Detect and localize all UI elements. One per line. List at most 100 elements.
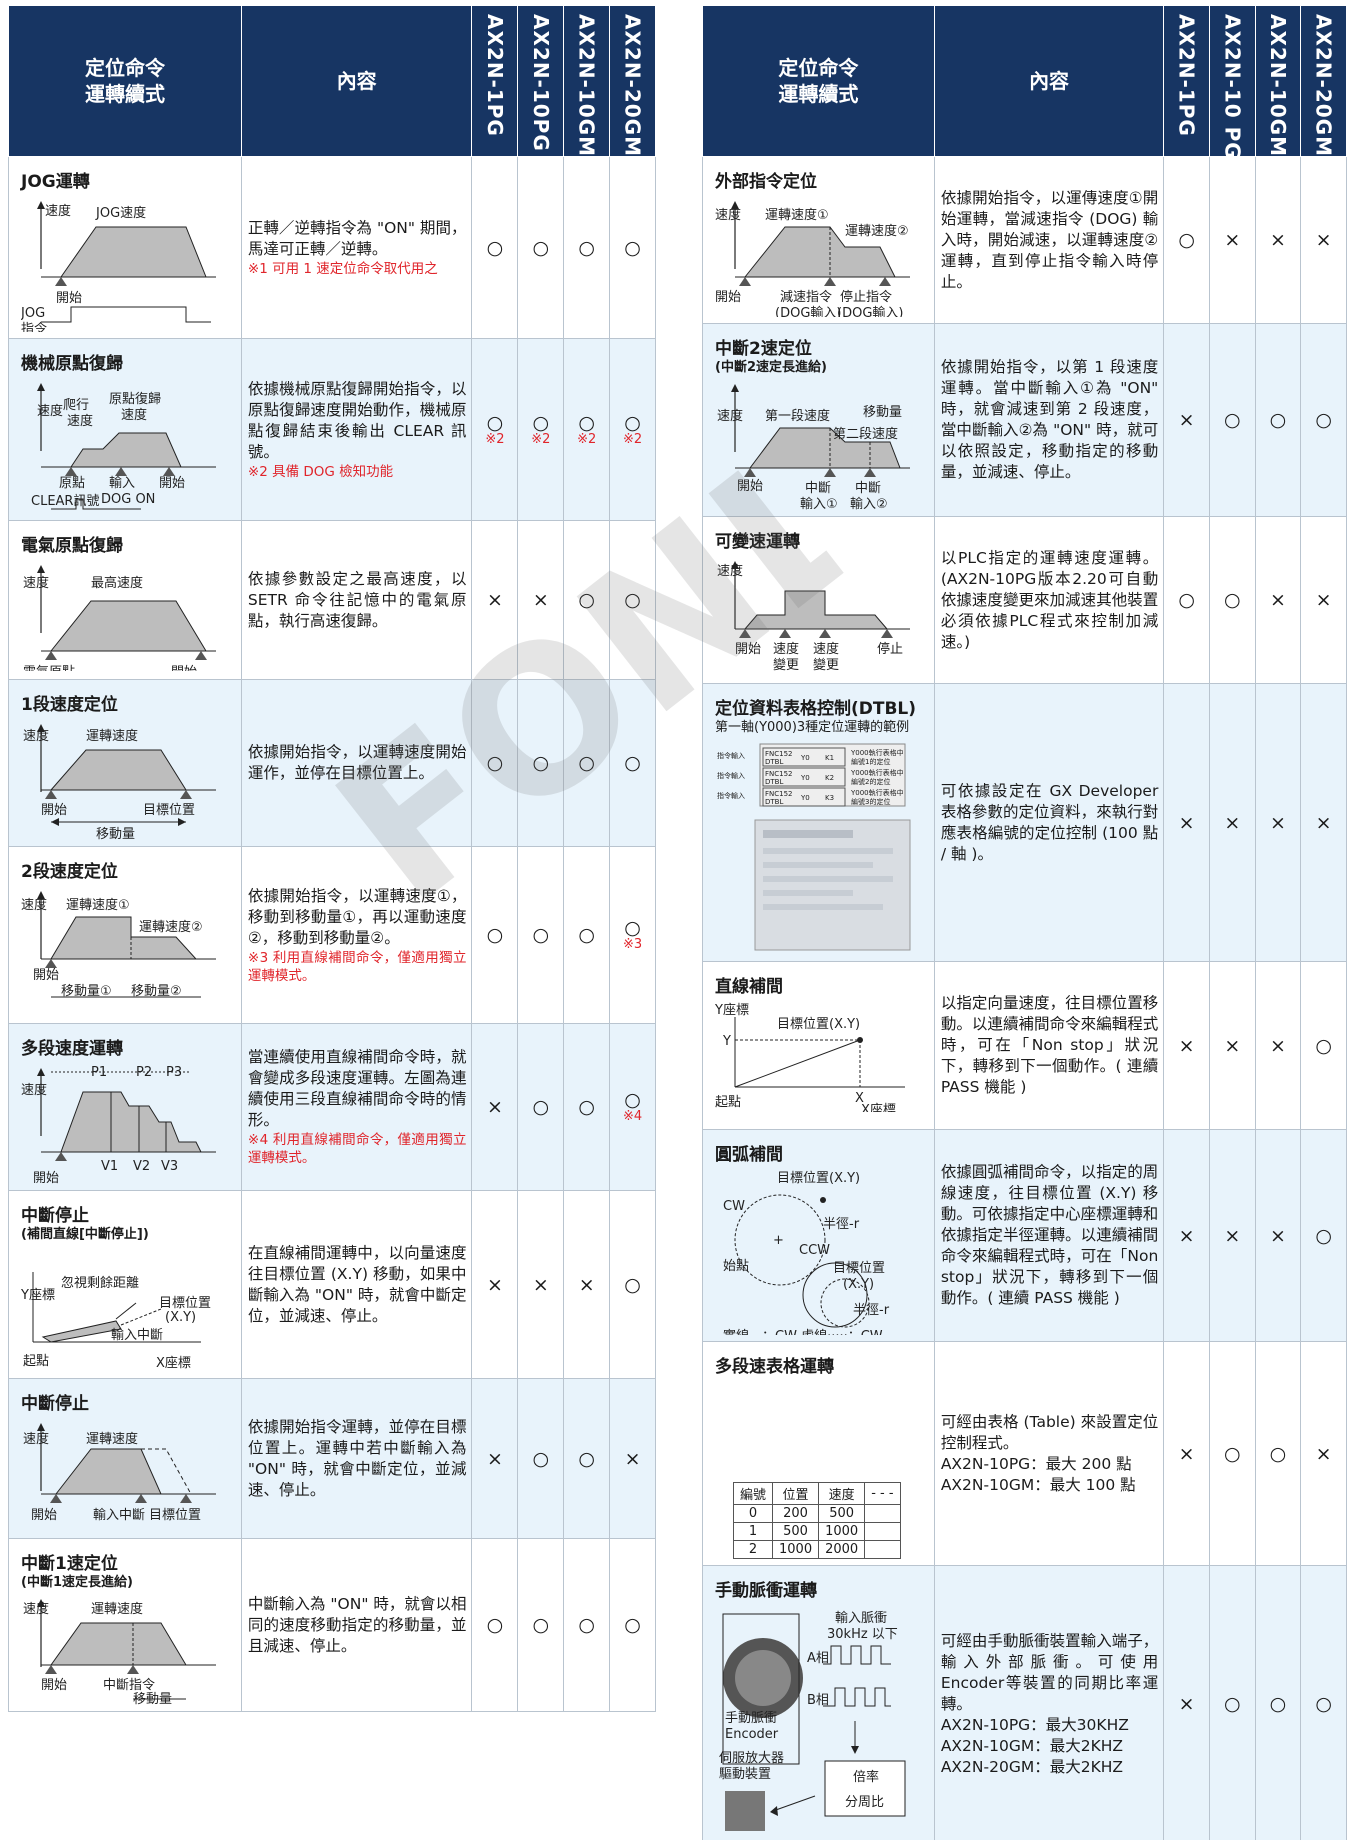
diagram-label: 運轉速度① — [765, 207, 829, 223]
header-content: 內容 — [933, 5, 1165, 157]
diagram-label: CLEAR訊號 — [31, 494, 99, 509]
mode-title: 多段速表格運轉 — [715, 1357, 834, 1377]
diagram-label: 原點復歸 — [109, 391, 161, 407]
supported-mark: ○ — [486, 236, 504, 259]
support-mark-1: ○ — [1163, 516, 1210, 684]
unsupported-mark: × — [578, 1273, 595, 1296]
content-cell: 可經由手動脈衝裝置輸入端子，輸入外部脈衝。可使用Encoder等裝置的同期比率運… — [933, 1565, 1165, 1840]
support-mark-1: ○ — [471, 679, 519, 847]
mini-table-header: 編號 — [732, 1482, 774, 1505]
diagram-label: 電氣原點 — [23, 665, 75, 671]
diagram-label: FNC152 — [765, 750, 793, 758]
unsupported-mark: × — [1178, 409, 1195, 431]
diagram-label: 開始 — [715, 290, 741, 305]
support-mark-1: × — [471, 520, 519, 680]
content-line: AX2N-10PG：最大 200 點 — [940, 1454, 1132, 1473]
supported-mark: ○ — [624, 1273, 641, 1296]
content-text: 可經由表格 (Table) 來設置定位控制程式。 — [940, 1412, 1159, 1452]
mode-cell: 1段速度定位速度運轉速度開始目標位置移動量 — [8, 679, 242, 847]
right-positioning-table: 定位命令 運轉續式 內容 AX2N-1PG AX2N-10 PG AX2N-10… — [702, 5, 1347, 1840]
supported-mark: ○ — [578, 1447, 595, 1470]
content-line: AX2N-10PG：最大30KHZ — [940, 1715, 1129, 1734]
support-mark-4: ○※4 — [609, 1023, 656, 1191]
header-content: 內容 — [240, 5, 473, 157]
diagram-label: 速度 — [21, 897, 47, 913]
diagram-label: P1 — [91, 1065, 107, 1080]
supported-mark: ○ — [1315, 1224, 1332, 1247]
diagram-label: 運轉速度 — [91, 1601, 143, 1617]
mode-title: 2段速度定位 — [21, 862, 118, 882]
support-mark-2: ○ — [517, 1023, 565, 1191]
supported-mark: ○ — [1269, 1693, 1287, 1715]
operation-diagram: 速度運轉速度開始目標位置移動量 — [23, 724, 216, 840]
diagram-label: 運轉速度 — [86, 728, 138, 744]
table-row: 中斷停止速度運轉速度開始輸入中斷目標位置依據開始指令運轉，並停在目標位置上。運轉… — [8, 1378, 656, 1539]
support-mark-2: × — [1208, 156, 1256, 324]
mode-title: 中斷停止 — [21, 1206, 89, 1226]
content-note: ※4 利用直線補間命令，僅適用獨立運轉模式。 — [247, 1132, 467, 1166]
diagram-label: A相 — [807, 1651, 829, 1666]
operation-diagram: 速度開始速度變更速度變更停止 — [717, 561, 910, 673]
table-row: 中斷停止(補間直線[中斷停止])Y座標忽視剩餘距離目標位置(X.Y)輸入中斷起點… — [8, 1190, 656, 1379]
supported-mark: ○ — [624, 1614, 641, 1636]
content-cell: 依據開始指令，以運轉速度開始運作，並停在目標位置上。 — [240, 679, 473, 847]
diagram-label: 30kHz 以下 — [827, 1627, 898, 1642]
support-mark-2: ○ — [1208, 1341, 1256, 1566]
support-mark-2: ○ — [517, 1538, 565, 1712]
support-mark-2: ○ — [1208, 323, 1256, 517]
supported-mark: ○ — [624, 589, 641, 611]
content-cell: 依據開始指令運轉，並停在目標位置上。運轉中若中斷輸入為 "ON" 時，就會中斷定… — [240, 1378, 473, 1539]
diagram-label: DTBL — [765, 758, 783, 766]
diagram-label: 速度 — [715, 207, 741, 223]
diagram-label: 編號1的定位 — [851, 757, 890, 766]
diagram-label: 開始 — [56, 291, 82, 306]
diagram-label: 速度 — [813, 641, 839, 657]
diagram-label: 速度 — [23, 575, 49, 591]
diagram-label: V2 — [133, 1159, 150, 1174]
unsupported-mark: × — [1269, 589, 1286, 611]
diagram-label: K3 — [825, 794, 834, 802]
unsupported-mark: × — [1178, 1224, 1195, 1247]
mode-title: 中斷1速定位 — [21, 1554, 118, 1574]
supported-mark: ○ — [1269, 409, 1287, 431]
content-text: 依據開始指令運轉，並停在目標位置上。運轉中若中斷輸入為 "ON" 時，就會中斷定… — [247, 1417, 467, 1499]
diagram-label: K1 — [825, 754, 834, 762]
diagram-label: JOG — [21, 306, 45, 321]
support-mark-4: ○ — [1300, 1565, 1347, 1840]
diagram-label: Y座標 — [715, 1003, 749, 1018]
support-mark-3: × — [1254, 516, 1302, 684]
support-mark-1: × — [1163, 683, 1210, 962]
diagram-label: Y0 — [800, 794, 810, 802]
support-mark-3: × — [1254, 683, 1302, 962]
support-mark-2: × — [1208, 1129, 1256, 1342]
diagram-label: Y000執行表格中 — [850, 748, 904, 757]
footnote-ref: ※2 — [485, 431, 505, 447]
support-mark-3: ○※2 — [563, 338, 611, 521]
supported-mark: ○ — [532, 1614, 550, 1636]
mode-title: 多段速度運轉 — [21, 1039, 123, 1059]
diagram-label: 目標位置(X.Y) — [777, 1171, 860, 1186]
support-mark-4: ○※2 — [609, 338, 656, 521]
unsupported-mark: × — [1315, 229, 1332, 251]
support-mark-1: ○※2 — [471, 338, 519, 521]
content-text: 在直線補間運轉中，以向量速度往目標位置 (X.Y) 移動，如果中斷輸入為 "ON… — [247, 1243, 467, 1325]
content-line: AX2N-20GM：最大2KHZ — [940, 1757, 1124, 1776]
footnote-ref: ※2 — [531, 431, 551, 447]
mini-table-cell: 500 — [818, 1504, 866, 1523]
support-mark-1: ○ — [1163, 156, 1210, 324]
content-text: 依據開始指令，以運傳速度①開始運轉，當減速指令 (DOG) 輸入時，開始減速，以… — [940, 188, 1159, 291]
diagram-label: 開始 — [33, 1171, 59, 1184]
mode-title: 直線補間 — [715, 977, 783, 997]
diagram-label: DTBL — [765, 798, 783, 806]
operation-diagram: 速度運轉速度①運轉速度②開始減速指令(DOG輸入)停止指令(DOG輸入) — [715, 201, 910, 317]
content-line: AX2N-10GM：最大 100 點 — [940, 1475, 1136, 1494]
unsupported-mark: × — [1178, 811, 1195, 834]
mode-cell: 電氣原點復歸速度最高速度電氣原點開始 — [8, 520, 242, 680]
support-mark-4: ○ — [1300, 1129, 1347, 1342]
